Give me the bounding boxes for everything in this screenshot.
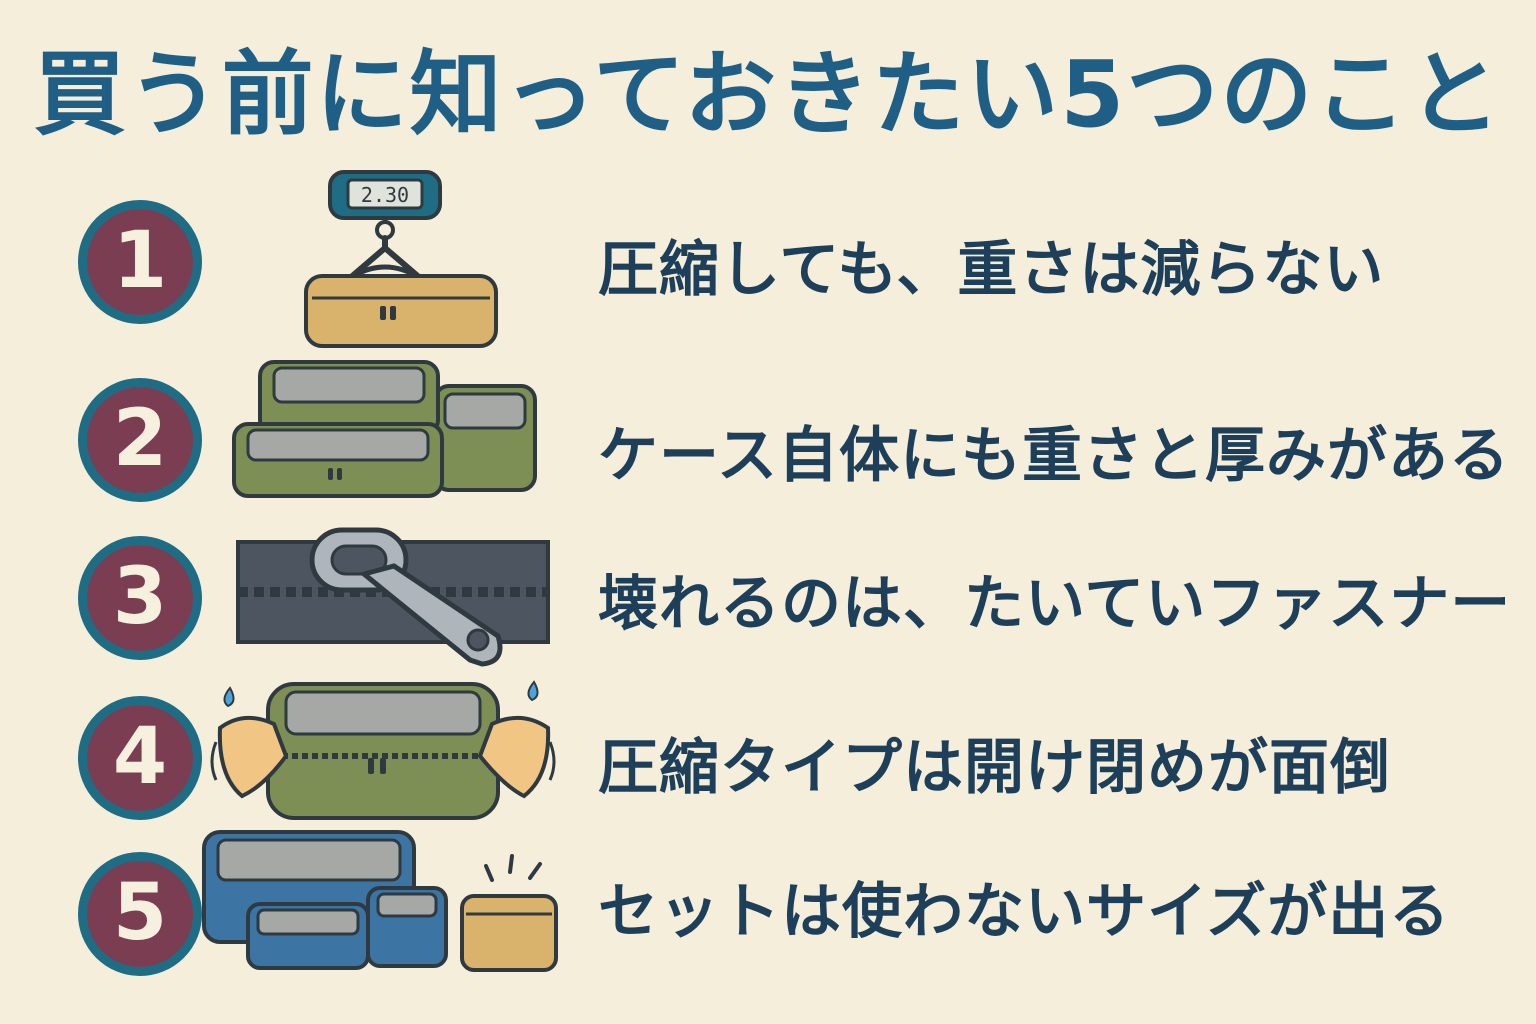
number-badge-2: 2 [78, 378, 202, 502]
compress-case-hands-icon [210, 680, 556, 820]
scale-display: 2.30 [361, 183, 409, 207]
list-item-2: 2 ケース自体にも重さと厚みがある [0, 356, 1536, 526]
luggage-scale-icon: 2.30 [304, 170, 498, 348]
item-text-1: 圧縮しても、重さは減らない [598, 235, 1385, 305]
number-badge-1: 1 [78, 200, 202, 324]
page-title: 買う前に知っておきたい5つのこと [33, 41, 1503, 148]
sweat-drop-icon [223, 686, 235, 708]
number-badge-3: 3 [78, 536, 202, 660]
item-text-2: ケース自体にも重さと厚みがある [598, 421, 1510, 491]
list-item-4: 4 圧縮タイプは開け閉めが面倒 [0, 666, 1536, 836]
list-item-3: 3 壊れるのは、たいていファスナー [0, 512, 1536, 682]
stacked-cases-icon [232, 360, 537, 498]
number-badge-5: 5 [78, 852, 202, 976]
case-set-icon [202, 830, 558, 972]
zipper-pull-icon [236, 527, 550, 667]
list-item-1: 1 2.30 圧縮しても、重さは減らない [0, 170, 1536, 348]
hand-left-icon [217, 716, 289, 799]
number-badge-4: 4 [78, 696, 202, 820]
item-text-3: 壊れるのは、たいていファスナー [598, 569, 1512, 639]
item-text-4: 圧縮タイプは開け閉めが面倒 [598, 733, 1391, 803]
sweat-drop-icon [527, 680, 539, 702]
item-text-5: セットは使わないサイズが出る [598, 877, 1451, 947]
list-item-5: 5 セットは使わないサイズが出る [0, 824, 1536, 994]
hand-right-icon [477, 716, 551, 799]
